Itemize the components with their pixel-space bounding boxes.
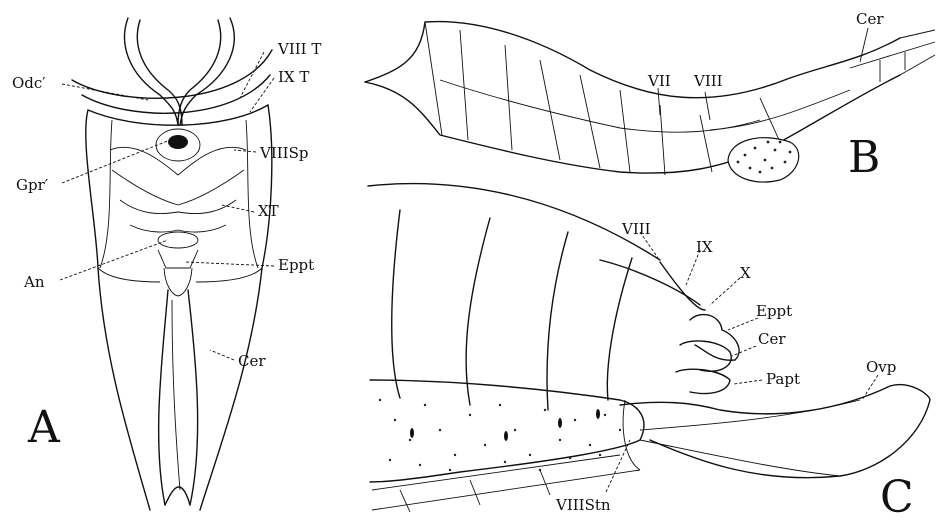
label-eppt-c: Eppt [756, 302, 792, 320]
label-cer-a: Cer [238, 352, 266, 370]
label-ovp: Ovp [866, 358, 896, 376]
label-x-t: XT [258, 202, 279, 220]
label-x-c: X [740, 264, 751, 282]
label-viii-b: VIII [693, 72, 723, 90]
label-cer-c: Cer [758, 330, 786, 348]
label-viii-t: VIII T [277, 40, 321, 58]
panel-c-letter: C [880, 472, 914, 520]
panel-b-letter: B [848, 132, 880, 183]
label-ix-c: IX [696, 238, 713, 256]
label-gpr: Gpr′ [16, 176, 49, 194]
panel-a-drawing [60, 18, 274, 510]
label-viii-stn: VIIIStn [555, 496, 611, 514]
label-eppt-a: Eppt [278, 256, 314, 274]
label-viii-sp: VIIISp [259, 144, 309, 162]
panel-a-letter: A [27, 402, 61, 453]
label-odc: Odc′ [12, 74, 46, 92]
label-ix-t: IX T [278, 68, 309, 86]
label-cer-b: Cer [856, 10, 884, 28]
label-papt: Papt [766, 370, 800, 388]
label-viii-c: VIII [621, 220, 651, 238]
label-an: An [23, 273, 45, 291]
label-vii: VII [647, 72, 671, 90]
